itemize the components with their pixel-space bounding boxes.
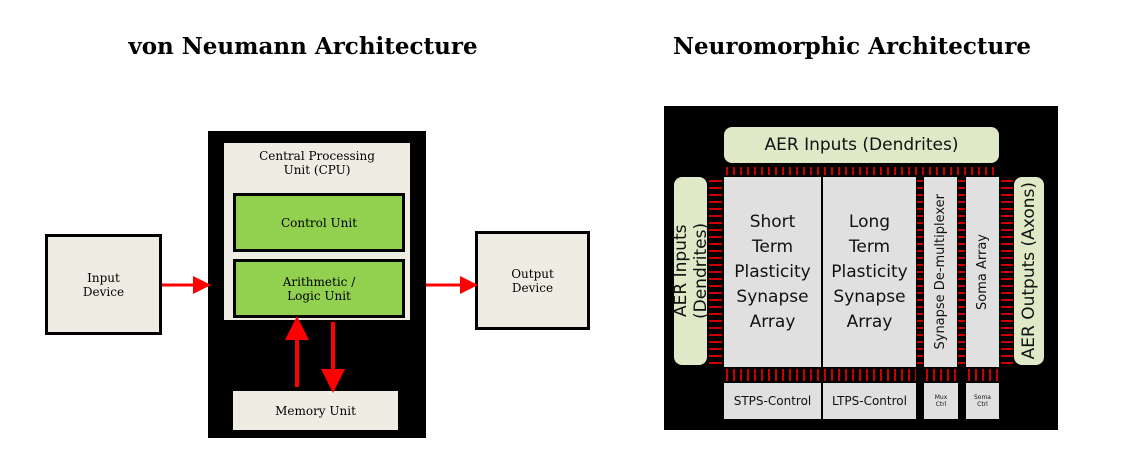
stps-control: STPS-Control [724,383,821,419]
aer-inputs-left: AER Inputs (Dendrites) [671,177,711,365]
soma-array: Soma Array [966,177,999,367]
aer-outputs-right-label: AER Outputs (Axons) [1019,182,1039,360]
aer-outputs-right: AER Outputs (Axons) [1014,177,1044,365]
bottom-connections-b [926,369,958,381]
bottom-connections-c [968,369,998,381]
demux-connections [917,180,923,365]
left-connections [709,180,722,365]
aer-inputs-left-label: AER Inputs (Dendrites) [670,222,711,320]
von-neumann-title: von Neumann Architecture [128,33,478,60]
ltp-synapse-array: Long Term Plasticity Synapse Array [823,177,916,367]
alu: Arithmetic / Logic Unit [233,259,405,318]
ltps-control: LTPS-Control [823,383,916,419]
soma-array-label: Soma Array [975,234,990,310]
synapse-demux-label: Synapse De-multiplexer [933,194,948,350]
control-unit: Control Unit [233,193,405,252]
stp-synapse-array: Short Term Plasticity Synapse Array [724,177,821,367]
soma-ctrl: Soma Ctrl [966,383,999,419]
right-connections [1001,180,1013,365]
memory-unit: Memory Unit [233,391,398,430]
input-device: Input Device [45,234,162,335]
cpu-label: Central Processing Unit (CPU) [259,149,375,177]
aer-inputs-top: AER Inputs (Dendrites) [724,127,999,163]
soma-connections [958,180,965,365]
neuromorphic-title: Neuromorphic Architecture [673,33,1031,60]
top-connections [726,167,998,175]
synapse-demux: Synapse De-multiplexer [924,177,957,367]
mux-ctrl: Mux Ctrl [924,383,958,419]
bottom-connections-a [726,369,916,381]
